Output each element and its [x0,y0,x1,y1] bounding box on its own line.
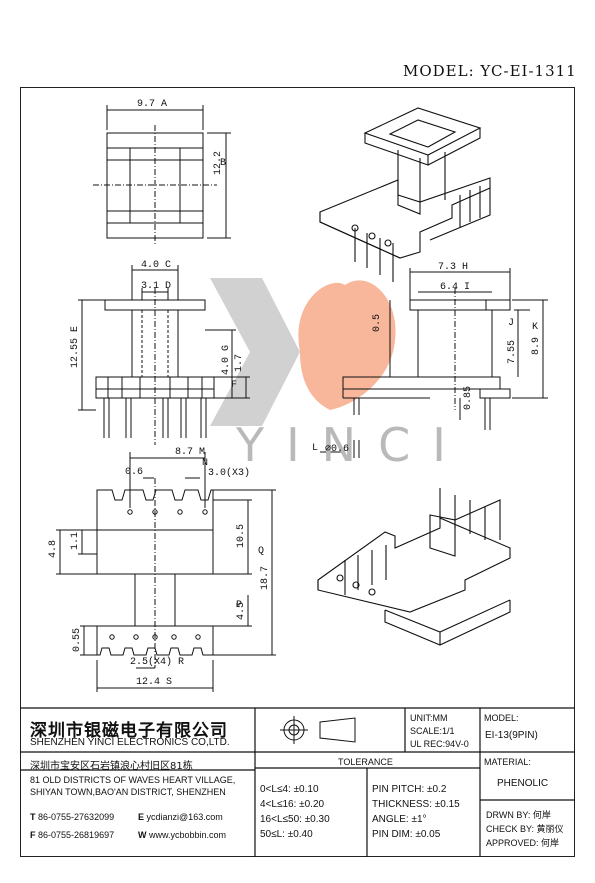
dim-side-flange: 0.5 [372,313,383,332]
tolerance-1: 0<L≤4: ±0.10 [260,784,319,795]
dim-bottom-total-tag: Q [258,546,265,557]
dim-top-height-tag: B [220,158,227,169]
dim-bottom-width: 12.4 S [136,677,173,688]
tolerance-4: 50≤L: ±0.40 [260,829,313,840]
isometric-view-top [319,107,491,282]
ul-rec: UL REC:94V-0 [410,739,469,749]
dim-bottom-pitch: 2.5(X4) R [130,657,185,668]
drawing-frame [20,87,575,857]
tolerance-2: 4<L≤16: ±0.20 [260,799,325,810]
address-cn: 深圳市宝安区石岩镇浪心村旧区81栋 [30,761,193,772]
top-view [93,105,231,245]
dim-side-k: 8.9 [531,336,542,355]
address-en-line1: 81 OLD DISTRICTS OF WAVES HEART VILLAGE, [30,775,236,785]
tolerance-title: TOLERANCE [338,757,393,767]
spec-thickness: THICKNESS: ±0.15 [372,799,460,810]
dim-bottom-edge: 0.55 [72,627,83,652]
dim-bottom-gap: 3.0(X3) [208,468,251,479]
dim-side-pin-diameter: ⌀0.6 [325,444,350,455]
dim-front-top: 4.0 C [141,260,172,271]
unit: UNIT:MM [410,713,448,723]
dim-side-pin-length: L [312,443,319,454]
dim-side-j-tag: J [508,318,515,329]
spec-pin-dim: PIN DIM: ±0.05 [372,829,441,840]
phone: T 86-0755-27632099 [30,812,115,822]
company-name-en: SHENZHEN YINCI ELECTRONICS CO,LTD. [30,737,230,748]
company-name-cn: 深圳市银磁电子有限公司 [30,721,228,741]
dim-bottom-window: 10.5 [236,523,247,548]
dim-side-pin-offset: 0.85 [463,385,474,410]
website: W www.ycbobbin.com [138,830,227,840]
dim-front-inner: 3.1 D [141,281,172,292]
dim-bottom-slot: 0.6 [125,467,144,478]
dim-side-inner: 6.4 I [440,282,471,293]
dim-bottom-gap-tag: N [202,458,209,469]
dim-bottom-foot-tag: P [236,600,243,611]
material-value: PHENOLIC [497,778,549,789]
dim-side-j: 7.55 [507,339,518,364]
model-caption: MODEL: [484,713,519,723]
scale: SCALE:1/1 [410,726,455,736]
spec-pin-pitch: PIN PITCH: ±0.2 [372,784,447,795]
watermark-text: YINCI [236,418,468,472]
dim-top-width: 9.7 A [137,99,168,110]
material-caption: MATERIAL: [484,757,531,767]
bottom-view [56,452,276,692]
dim-side-k-tag: K [532,322,539,333]
dim-bottom-span: 8.7 M [175,447,206,458]
dim-bottom-wall: 4.8 [48,539,59,558]
dim-front-base: 1.7 [234,353,245,372]
model-title: MODEL: YC-EI-1311 [403,62,577,80]
fax: F 86-0755-26819697 [30,830,115,840]
side-view [320,268,548,458]
dim-front-total: 12.55 E [70,325,81,368]
watermark-logo [210,278,396,426]
model-value: EI-13(9PIN) [485,730,538,741]
front-view [78,265,250,445]
spec-angle: ANGLE: ±1° [372,814,427,825]
dim-front-mid: 4.0 G [221,344,232,375]
projection-symbol [280,716,356,744]
email: E ycdianzi@163.com [138,812,223,822]
approved-by: APPROVED: 何岸 [486,838,560,848]
dim-bottom-lip: 1.1 [70,531,81,550]
tolerance-3: 16<L≤50: ±0.30 [260,814,330,825]
dim-bottom-total: 18.7 [260,565,271,590]
dim-front-base-tag: F [231,380,238,391]
title-block-grid [20,707,575,857]
dim-side-top: 7.3 H [438,262,469,273]
drawn-by: DRWN BY: 何岸 [486,810,551,820]
checked-by: CHECK BY: 黄丽仪 [486,824,564,834]
isometric-view-bottom [317,488,511,646]
address-en-line2: SHIYAN TOWN,BAO'AN DISTRICT, SHENZHEN [30,787,226,797]
